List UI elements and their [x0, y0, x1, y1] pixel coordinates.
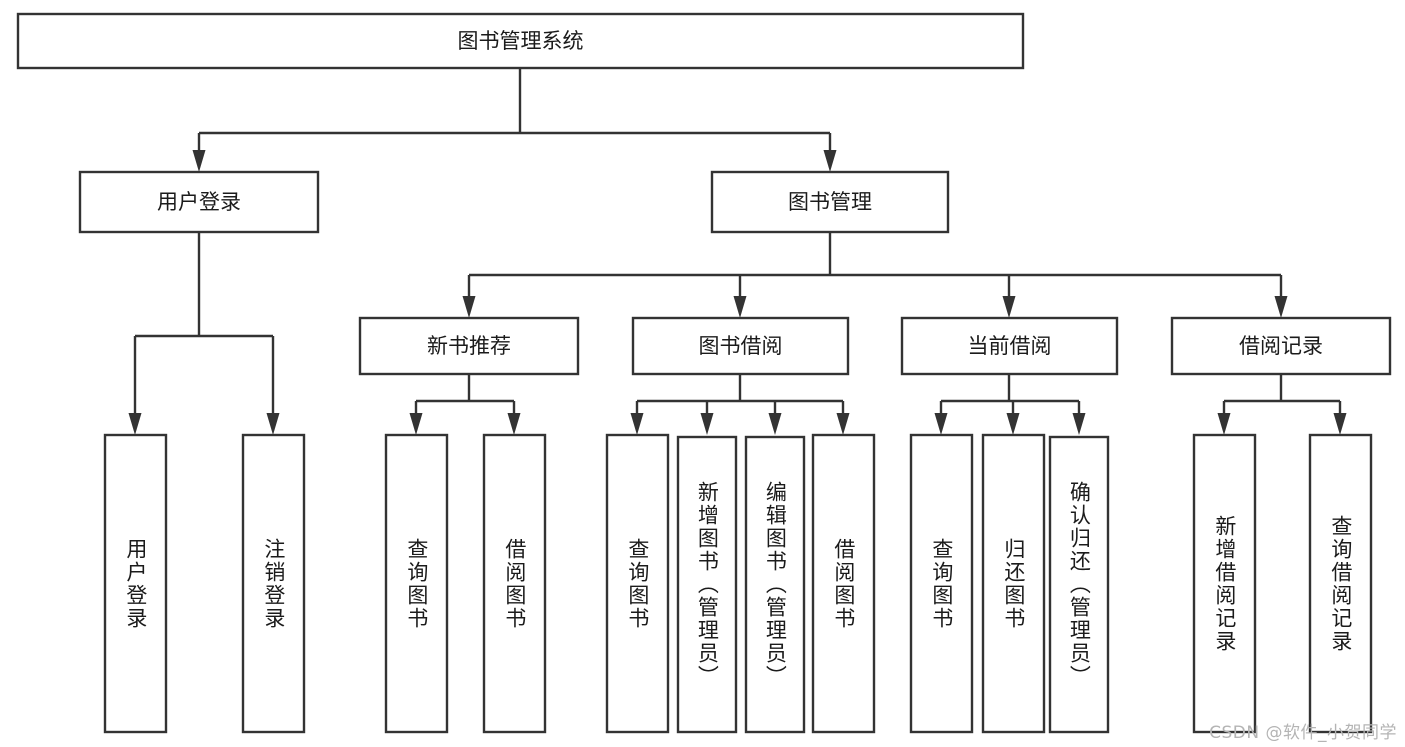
connector-path: [467, 232, 1283, 296]
node-box-book-manage[interactable]: [710, 170, 950, 234]
node-box-borrow-record[interactable]: [1170, 316, 1392, 376]
arrow-head-icon: [128, 413, 142, 435]
node-box-book-borrow[interactable]: [631, 316, 850, 376]
node-label-root: 图书管理系统: [458, 29, 584, 53]
connector-path: [133, 232, 275, 413]
connector-borrow-to-leaves: [630, 374, 850, 435]
node-label-book-manage: 图书管理: [788, 190, 872, 214]
connector-current-to-leaves: [934, 374, 1086, 435]
arrow-head-icon: [700, 413, 714, 435]
node-label-borrow-record: 借阅记录: [1239, 334, 1323, 358]
node-box-leaf-borrow-book-2[interactable]: [811, 433, 876, 734]
node-box-leaf-user-logout[interactable]: [241, 433, 306, 734]
arrow-head-icon: [836, 413, 850, 435]
arrow-head-icon: [1274, 296, 1288, 318]
node-box-leaf-add-book[interactable]: [676, 435, 738, 734]
connector-path: [197, 68, 832, 150]
node-box-leaf-user-login[interactable]: [103, 433, 168, 734]
node-label-user-login: 用户登录: [157, 190, 241, 214]
arrow-head-icon: [934, 413, 948, 435]
arrow-head-icon: [462, 296, 476, 318]
arrow-head-icon: [266, 413, 280, 435]
arrow-head-icon: [507, 413, 521, 435]
arrow-head-icon: [823, 150, 837, 172]
node-box-leaf-edit-book[interactable]: [744, 435, 806, 734]
node-box-leaf-query-book-3[interactable]: [909, 433, 974, 734]
arrow-head-icon: [1002, 296, 1016, 318]
node-box-leaf-confirm-return[interactable]: [1048, 435, 1110, 734]
connector-root-to-level2: [192, 68, 837, 172]
node-box-user-login[interactable]: [78, 170, 320, 234]
node-box-leaf-query-book-1[interactable]: [384, 433, 449, 734]
connector-path: [635, 374, 845, 413]
connector-userlogin-to-leaves: [128, 232, 280, 435]
arrow-head-icon: [1217, 413, 1231, 435]
connectors-layer: [128, 68, 1347, 435]
arrow-head-icon: [1072, 413, 1086, 435]
boxes-layer: [16, 12, 1392, 734]
node-box-leaf-add-record[interactable]: [1192, 433, 1257, 734]
node-box-current-borrow[interactable]: [900, 316, 1119, 376]
arrow-head-icon: [768, 413, 782, 435]
arrow-head-icon: [733, 296, 747, 318]
node-box-leaf-borrow-book-1[interactable]: [482, 433, 547, 734]
connector-path: [414, 374, 516, 413]
node-box-leaf-query-book-2[interactable]: [605, 433, 670, 734]
node-box-root[interactable]: [16, 12, 1025, 70]
node-label-book-borrow: 图书借阅: [699, 334, 783, 358]
node-label-current-borrow: 当前借阅: [968, 334, 1052, 358]
node-box-new-book-recommend[interactable]: [358, 316, 580, 376]
arrow-head-icon: [1006, 413, 1020, 435]
arrow-head-icon: [192, 150, 206, 172]
connector-path: [939, 374, 1081, 413]
connector-bookmanage-to-level3: [462, 232, 1288, 318]
connector-record-to-leaves: [1217, 374, 1347, 435]
arrow-head-icon: [1333, 413, 1347, 435]
node-box-leaf-return-book[interactable]: [981, 433, 1046, 734]
arrow-head-icon: [409, 413, 423, 435]
connector-recommend-to-leaves: [409, 374, 521, 435]
watermark-text: CSDN @软件_小贺同学: [1209, 723, 1397, 743]
connector-path: [1222, 374, 1342, 413]
node-label-new-book-recommend: 新书推荐: [427, 334, 511, 358]
node-box-leaf-query-record[interactable]: [1308, 433, 1373, 734]
arrow-head-icon: [630, 413, 644, 435]
